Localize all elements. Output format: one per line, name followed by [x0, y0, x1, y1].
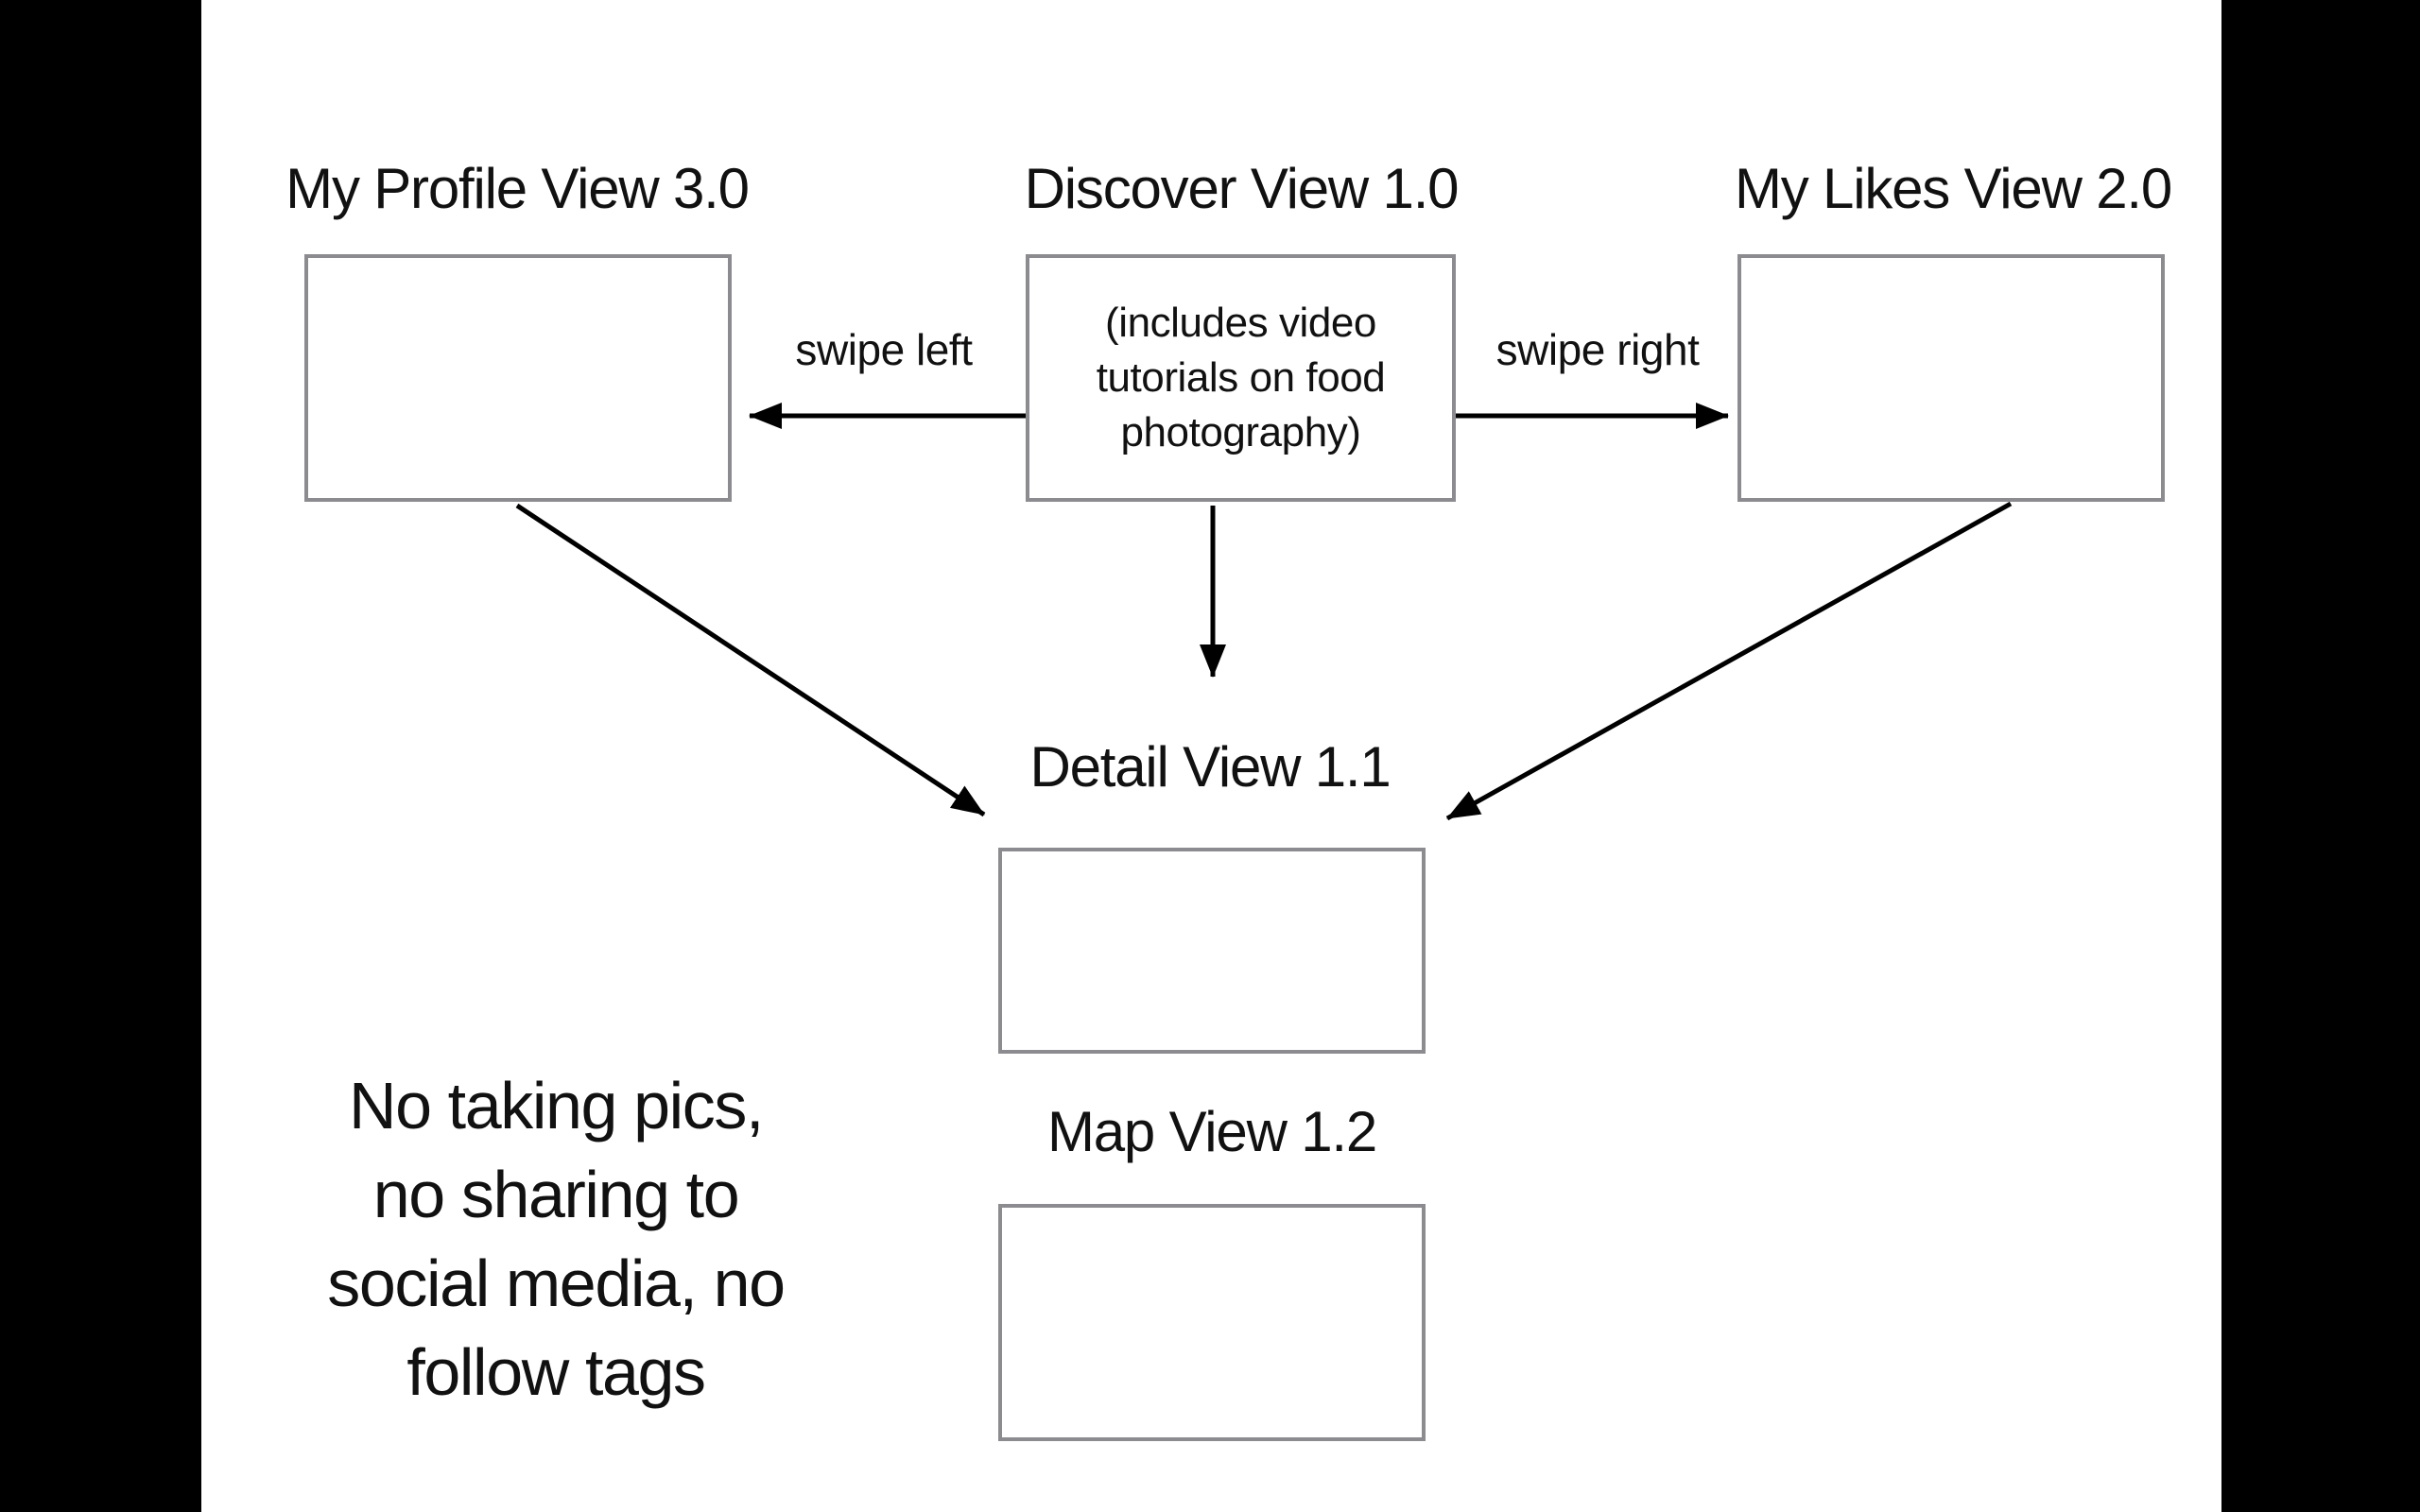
discover-note-line: (includes video: [1105, 300, 1376, 346]
profile-view-box: [304, 254, 732, 502]
likes-to-detail-arrow: [1445, 501, 2013, 821]
discover-view-title: Discover View 1.0: [1024, 157, 1460, 220]
discover-view-note: (includes video tutorials on food photog…: [1097, 296, 1386, 460]
detail-view-box: [998, 848, 1426, 1054]
letterbox-right: [2221, 0, 2420, 1512]
letterbox-left: [0, 0, 201, 1512]
arrow-layer: [515, 402, 2013, 821]
likes-view-box: [1737, 254, 2165, 502]
likes-view-title: My Likes View 2.0: [1734, 157, 2172, 220]
discover-note-line: tutorials on food: [1096, 354, 1386, 401]
map-view-title: Map View 1.2: [1046, 1100, 1377, 1163]
note-line: No taking pics,: [348, 1069, 765, 1143]
swipe-left-label: swipe left: [795, 325, 973, 374]
detail-view-title: Detail View 1.1: [1029, 735, 1391, 799]
map-view-box: [998, 1204, 1426, 1441]
note-line: follow tags: [406, 1335, 706, 1409]
note-line: social media, no: [327, 1246, 786, 1320]
swipe-right-label: swipe right: [1495, 325, 1700, 374]
note-line: no sharing to: [372, 1158, 740, 1231]
profile-to-detail-arrow: [515, 503, 986, 817]
discover-note-line: photography): [1120, 409, 1361, 455]
discover-view-box: (includes video tutorials on food photog…: [1026, 254, 1456, 502]
profile-view-title: My Profile View 3.0: [285, 157, 750, 220]
wireframe-slide: My Profile View 3.0 Discover View 1.0 My…: [201, 0, 2221, 1512]
feature-exclusions-note: No taking pics, no sharing to social med…: [327, 1061, 786, 1417]
